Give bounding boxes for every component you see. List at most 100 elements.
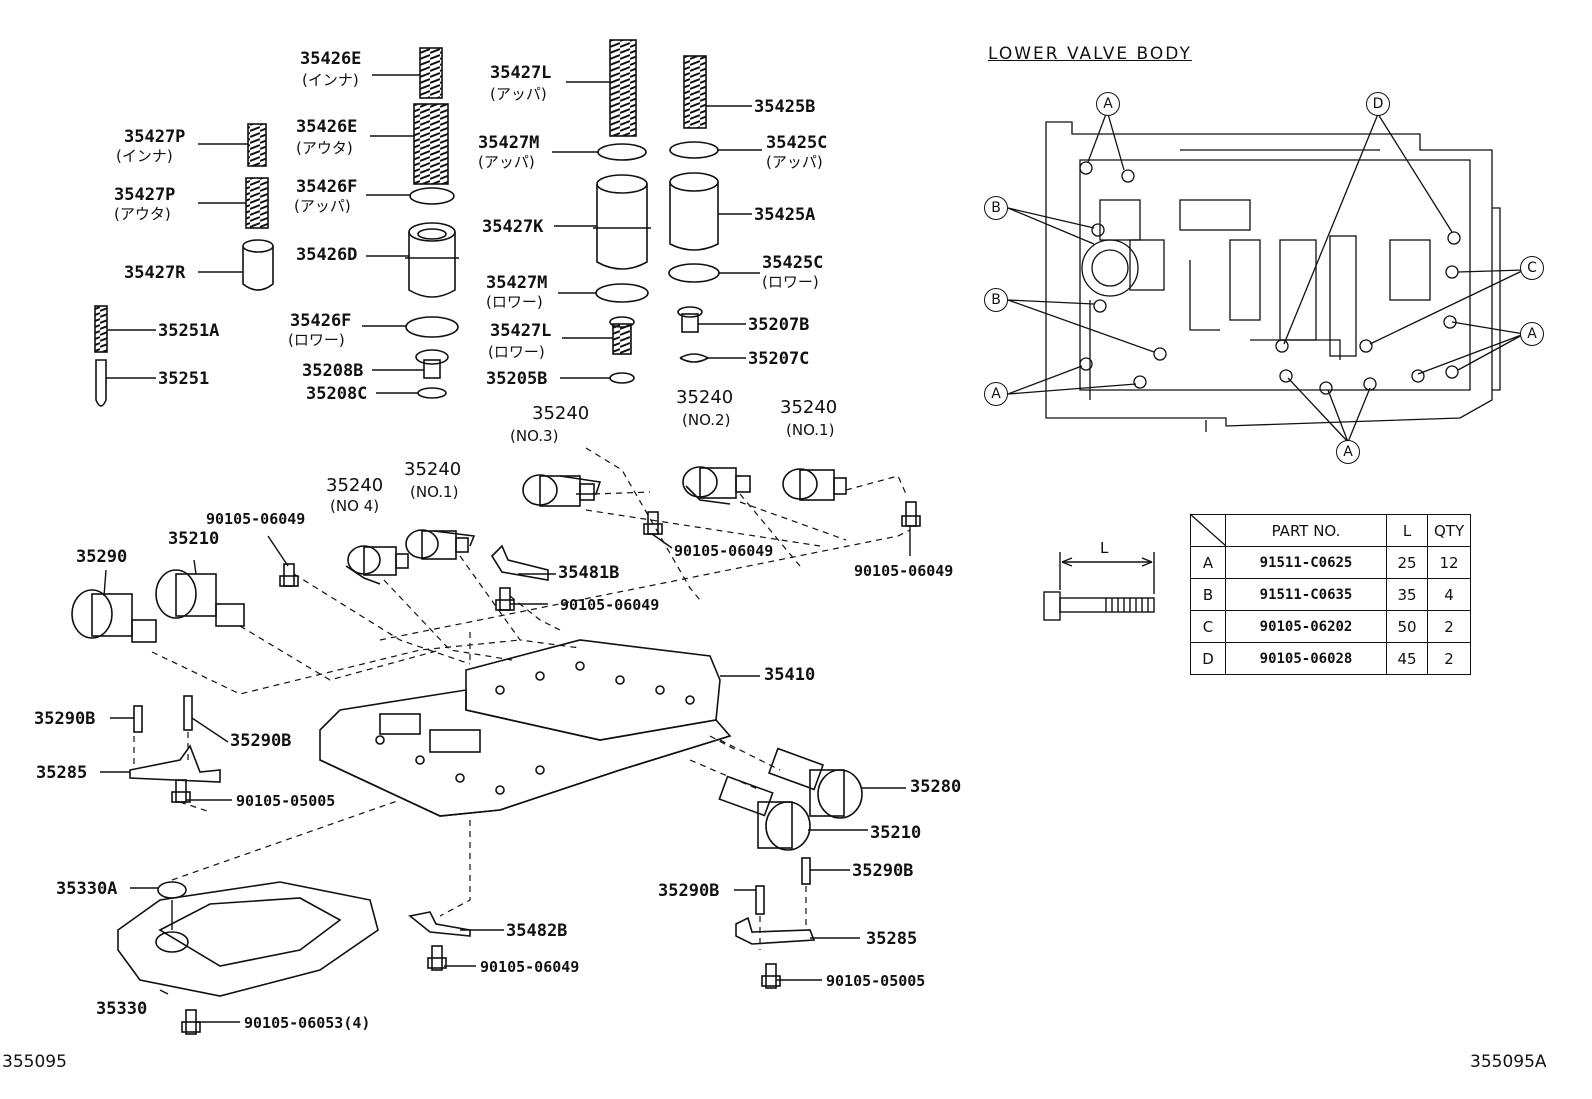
label-solenoid-no3-sub: (NO.3): [510, 427, 559, 445]
figure-code-left: 355095: [2, 1052, 67, 1072]
label-bolt-06049-c: 90105-06049: [854, 562, 954, 580]
row-qty: 4: [1426, 578, 1472, 611]
row-l: 25: [1386, 546, 1428, 579]
label-35330A: 35330A: [56, 879, 118, 899]
clip-35207C: [679, 353, 710, 363]
label-solenoid-no1-left: 35240: [404, 459, 462, 480]
pin-35290B-1: [133, 705, 143, 733]
row-key: C: [1190, 610, 1226, 643]
parts-table: PART NO. L QTY A 91511-C0625 25 12 B 915…: [1190, 514, 1472, 675]
parts-table-header: PART NO. L QTY: [1190, 514, 1472, 547]
assembly-lines: [133, 447, 911, 950]
solenoid-35290: [71, 589, 157, 643]
label-35290B-3: 35290B: [658, 881, 720, 901]
label-35285-right: 35285: [866, 929, 918, 949]
solenoid-no1-right: [782, 468, 847, 501]
row-part: 90105-06202: [1225, 610, 1387, 643]
row-part: 91511-C0625: [1225, 546, 1387, 579]
piston-35427K: [593, 174, 651, 270]
label-35481B: 35481B: [558, 563, 620, 583]
label-35285-left: 35285: [36, 763, 88, 783]
label-bolt-06049-b: 90105-06049: [674, 542, 774, 560]
label-solenoid-no4-sub: (NO 4): [330, 497, 380, 515]
callout-lines: [1007, 113, 1525, 443]
label-35427L-upper: 35427L: [490, 63, 552, 83]
ring-35205B: [609, 372, 635, 384]
label-bolt-06049-d: 90105-06049: [560, 596, 660, 614]
section-title: LOWER VALVE BODY: [988, 44, 1192, 64]
label-35427L-lower-sub: (ロワー): [488, 343, 545, 361]
label-35426E-outer-sub: (アウタ): [296, 139, 353, 157]
label-35426D: 35426D: [296, 245, 358, 265]
header-key: [1190, 514, 1226, 547]
label-35427P-inner: 35427P: [124, 127, 186, 147]
table-row: A 91511-C0625 25 12: [1190, 546, 1472, 579]
solenoid-no1-left: [405, 529, 476, 560]
label-35426F-lower-sub: (ロワー): [288, 331, 345, 349]
label-35427R: 35427R: [124, 263, 186, 283]
pin-35290B-2: [183, 695, 193, 731]
label-solenoid-no1-right-sub: (NO.1): [786, 421, 835, 439]
oring-35426F-lower: [405, 316, 459, 338]
bolt-icons: [171, 501, 921, 1035]
callout-A-right: A: [1520, 322, 1544, 346]
callout-C: C: [1520, 256, 1544, 280]
label-35205B: 35205B: [486, 369, 548, 389]
spring-35427L-upper: [609, 39, 637, 137]
header-l: L: [1386, 514, 1428, 547]
oring-35427M-lower: [595, 283, 649, 303]
row-qty: 2: [1426, 642, 1472, 675]
plug-35207B: [677, 306, 703, 333]
pin-35290B-3: [755, 885, 765, 915]
pin-35290B-4: [801, 857, 811, 885]
label-35330: 35330: [96, 999, 148, 1019]
oil-pan-35330: [117, 881, 379, 997]
bracket-35285-left: [129, 744, 221, 783]
row-qty: 12: [1426, 546, 1472, 579]
callout-B-lower: B: [984, 288, 1008, 312]
label-35425C-upper: 35425C: [766, 133, 828, 153]
solenoid-no4: [345, 545, 409, 585]
callout-B-upper: B: [984, 196, 1008, 220]
label-bolt-06049-e: 90105-06049: [480, 958, 580, 976]
label-35427M-upper-sub: (アッパ): [478, 153, 535, 171]
plug-35427L-lower: [609, 316, 635, 355]
valve-body-35410: [319, 639, 732, 817]
label-35290B-4: 35290B: [852, 861, 914, 881]
label-bolt-05005-right: 90105-05005: [826, 972, 926, 990]
label-35208B: 35208B: [302, 361, 364, 381]
spring-35427P-inner: [247, 123, 267, 167]
label-35290B-1: 35290B: [34, 709, 96, 729]
label-solenoid-no1-left-sub: (NO.1): [410, 483, 459, 501]
table-row: B 91511-C0635 35 4: [1190, 578, 1472, 611]
label-solenoid-no4: 35240: [326, 475, 384, 496]
spring-35426E-outer: [413, 103, 449, 185]
callout-D: D: [1366, 92, 1390, 116]
label-bolt-06053: 90105-06053(4): [244, 1014, 371, 1032]
row-key: D: [1190, 642, 1226, 675]
label-35425C-upper-sub: (アッパ): [766, 153, 823, 171]
table-row: D 90105-06028 45 2: [1190, 642, 1472, 675]
piston-35427R: [242, 239, 274, 291]
row-part: 90105-06028: [1225, 642, 1387, 675]
label-35427M-upper: 35427M: [478, 133, 540, 153]
leader-lines: [100, 74, 911, 1023]
row-part: 91511-C0635: [1225, 578, 1387, 611]
valve-35251: [95, 359, 107, 407]
label-35425C-lower: 35425C: [762, 253, 824, 273]
label-35427P-outer: 35427P: [114, 185, 176, 205]
label-bolt-06049-a: 90105-06049: [206, 510, 306, 528]
callout-A-top: A: [1096, 92, 1120, 116]
label-35482B: 35482B: [506, 921, 568, 941]
label-bolt-05005-left: 90105-05005: [236, 792, 336, 810]
header-qty: QTY: [1426, 514, 1472, 547]
dimension-label: L: [1100, 539, 1109, 557]
label-solenoid-no2: 35240: [676, 387, 734, 408]
plug-35208B: [415, 349, 449, 379]
oring-35427M-upper: [597, 143, 647, 161]
ring-35208C: [417, 387, 447, 399]
label-35426F-upper-sub: (アッパ): [294, 197, 351, 215]
bracket-35285-right: [735, 916, 816, 945]
